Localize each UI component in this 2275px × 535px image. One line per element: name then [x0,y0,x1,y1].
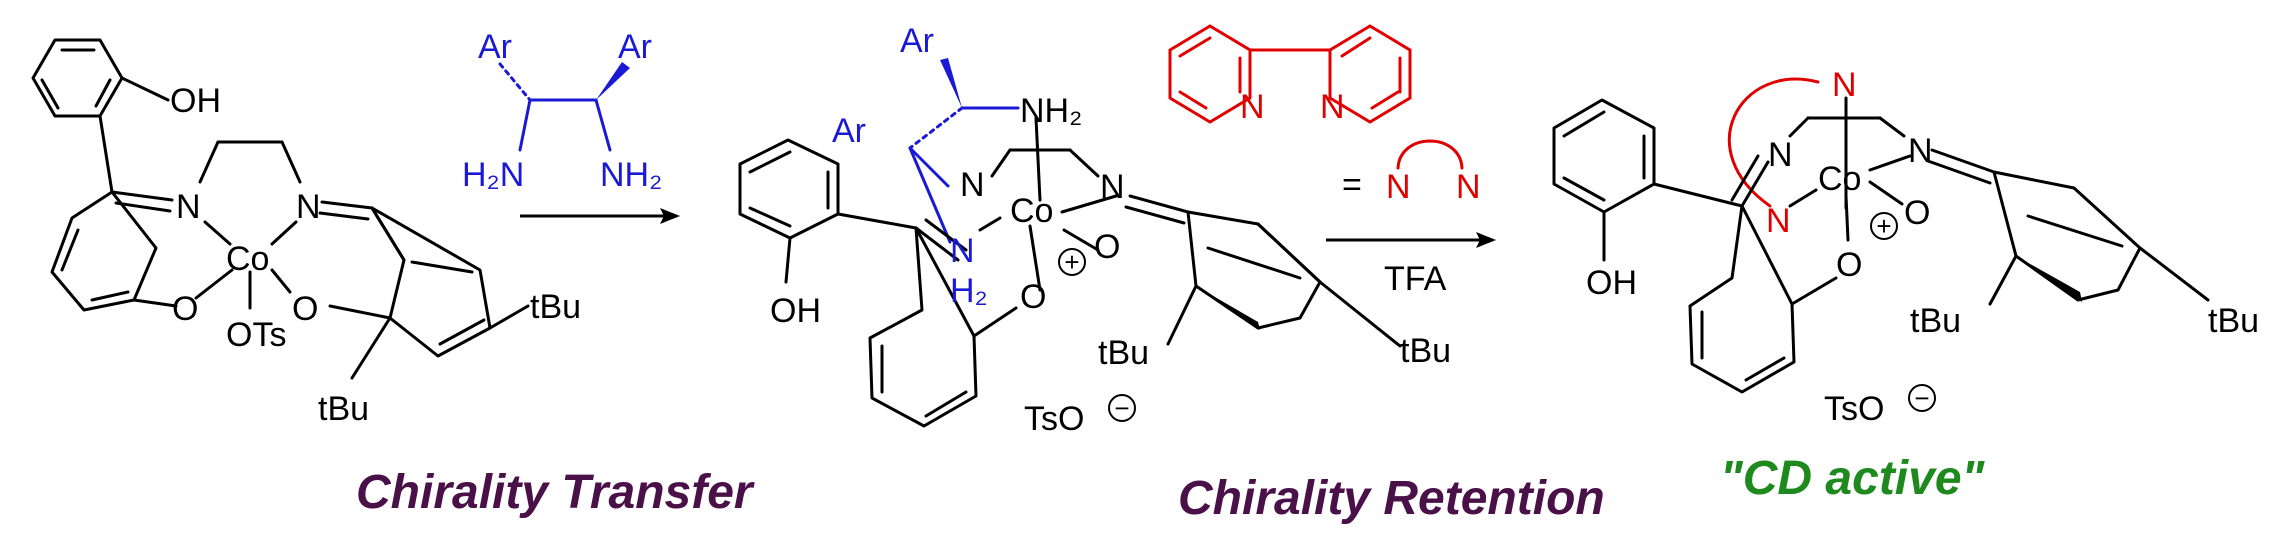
r2-tfa-label: TFA [1384,260,1447,298]
s3-counter-charge-circle [1908,384,1936,412]
s1-oh-label: OH [170,82,221,120]
s2-ar2-label: Ar [832,112,866,150]
caption-chirality-transfer: Chirality Transfer [356,466,755,519]
caption-chirality-retention: Chirality Retention [1178,472,1605,525]
r2-equals-label: = [1342,166,1362,204]
s2-o-right-label: O [1094,228,1120,266]
s1-n1-label: N [176,188,201,226]
s2-ar1-label: Ar [900,22,934,60]
s3-n-red-lower-label: N [1766,202,1791,240]
r1-nh2-left-label: H₂N [462,156,524,194]
r2-n-arc-right-label: N [1456,168,1481,206]
s3-oh-label: OH [1586,264,1637,302]
s2-n-imine-label: N [1100,168,1125,206]
s3-n-imine-left-label: N [1768,136,1793,174]
caption-cd-active: "CD active" [1720,452,1986,505]
structure-1-starting-complex: OH N N Co O O OTs tBu tBu [31,38,581,428]
s3-n-top-label: N [1832,66,1857,104]
s3-counter-charge-label: − [1914,383,1929,413]
s3-tbu2-label: tBu [2208,302,2259,340]
s3-n-imine-right-label: N [1908,132,1933,170]
s3-red-arc-shape [1727,77,1820,208]
s1-tbu1-label: tBu [530,288,581,326]
r1-ar2-label: Ar [618,28,652,66]
r2-arc-shape [1396,139,1464,170]
s2-counter-charge-label: − [1114,393,1129,423]
s3-counterion-label: TsO [1824,390,1884,428]
s2-tbu1-label: tBu [1098,334,1149,372]
reagent-2-bipyridine: N N = N N TFA [1168,24,1496,298]
s3-o-right-label: O [1904,194,1930,232]
s1-n2-label: N [296,188,321,226]
s1-o1-label: O [172,290,198,328]
s3-co-label: Co [1818,160,1861,198]
structure-2-diamine-complex: Ar Ar NH₂ N Co N N H₂ O O + OH tBu tBu T… [738,22,1451,438]
structure-3-bipyridine-complex: N N Co N N O O + OH tBu tBu TsO − [1552,66,2259,428]
s2-counter-charge-circle [1108,394,1136,422]
s1-tbu2-label: tBu [318,390,369,428]
s3-positive-charge-circle [1870,212,1898,240]
r2-n-arc-left-label: N [1386,168,1411,206]
s2-nh2-top-label: NH₂ [1020,92,1082,130]
s1-co-label: Co [226,240,269,278]
s1-ots-label: OTs [226,316,286,354]
s2-n-mid-label: N [960,166,985,204]
s2-nh2-bottom-h-label: H₂ [950,272,988,310]
s2-nh2-bottom-n-label: N [950,232,975,270]
s1-o2-label: O [292,290,318,328]
s2-tbu2-label: tBu [1400,332,1451,370]
s3-o-bottom-label: O [1836,246,1862,284]
s3-charge-label: + [1876,211,1891,241]
s2-co-label: Co [1010,192,1053,230]
s2-charge-label: + [1064,247,1079,277]
s2-oh-label: OH [770,292,821,330]
s2-counterion-label: TsO [1024,400,1084,438]
r2-n2-label: N [1320,88,1345,126]
s3-tbu1-label: tBu [1910,302,1961,340]
r1-ar1-label: Ar [478,28,512,66]
r1-nh2-right-label: NH₂ [600,156,662,194]
r2-n1-label: N [1240,88,1265,126]
reagent-1-diamine: Ar Ar H₂N NH₂ [462,28,680,224]
s2-o-bottom-label: O [1020,278,1046,316]
s2-positive-charge-circle [1058,248,1086,276]
